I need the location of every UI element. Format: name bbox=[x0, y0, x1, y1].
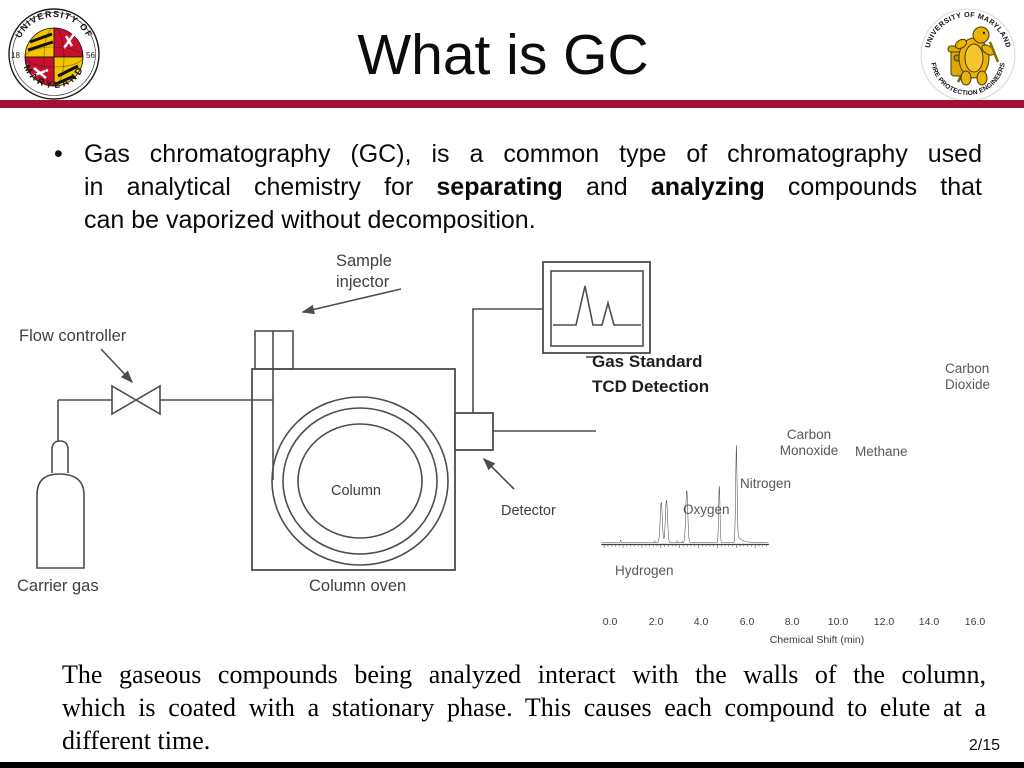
footer-line-3: different time. bbox=[62, 726, 211, 755]
maryland-globe bbox=[24, 27, 84, 87]
bullet-marker: • bbox=[54, 140, 63, 168]
flow-controller-label: Flow controller bbox=[19, 327, 127, 345]
chromatogram-title: Gas Standard TCD Detection bbox=[592, 352, 710, 396]
x-tick: 12.0 bbox=[873, 616, 895, 628]
detector-box bbox=[454, 412, 494, 451]
bottom-bar bbox=[0, 762, 1024, 768]
bullet-line-1: Gas chromatography (GC), is a common typ… bbox=[84, 140, 982, 168]
peak-label-carbon-monoxide: Carbon Monoxide bbox=[779, 427, 839, 458]
footer-paragraph: The gaseous compounds being analyzed int… bbox=[62, 658, 986, 757]
carrier-gas-label: Carrier gas bbox=[17, 577, 99, 595]
sample-injector-label: Sample injector bbox=[336, 252, 392, 291]
x-tick: 14.0 bbox=[918, 616, 940, 628]
x-axis-label: Chemical Shift (min) bbox=[769, 634, 865, 646]
oven-box bbox=[251, 368, 456, 571]
page-number: 2/15 bbox=[968, 737, 1000, 754]
footer-line-1: The gaseous compounds being analyzed int… bbox=[62, 660, 986, 689]
seal-year-right: 56 bbox=[86, 51, 95, 60]
peak-label-oxygen: Oxygen bbox=[683, 502, 730, 517]
x-tick: 0.0 bbox=[602, 616, 618, 628]
injector-box bbox=[254, 330, 294, 370]
bullet-line-2: in analytical chemistry for separating a… bbox=[84, 173, 982, 201]
seal-year-left: 18 bbox=[11, 51, 20, 60]
chromatogram bbox=[601, 445, 769, 548]
recorder-box bbox=[542, 261, 651, 354]
testudo-turtle bbox=[947, 26, 1000, 86]
valve-symbol bbox=[111, 384, 161, 416]
page-title: What is GC bbox=[357, 23, 649, 87]
cylinder-neck bbox=[51, 440, 69, 473]
x-tick: 8.0 bbox=[784, 616, 800, 628]
x-tick: 2.0 bbox=[648, 616, 664, 628]
bullet-line-3: can be vaporized without decomposition. bbox=[84, 206, 536, 234]
detector-arrow bbox=[482, 457, 515, 490]
peak-label-hydrogen: Hydrogen bbox=[615, 563, 674, 578]
column-label: Column bbox=[331, 483, 381, 499]
column-oven-label: Column oven bbox=[309, 577, 407, 595]
x-tick: 4.0 bbox=[693, 616, 709, 628]
cylinder-body bbox=[36, 473, 85, 569]
peak-label-nitrogen: Nitrogen bbox=[740, 476, 792, 491]
x-tick: 10.0 bbox=[827, 616, 849, 628]
recorder-trace bbox=[553, 285, 641, 326]
accent-bar bbox=[0, 100, 1024, 108]
x-tick: 6.0 bbox=[739, 616, 755, 628]
gc-schematic bbox=[36, 261, 651, 571]
recorder-screen bbox=[550, 270, 644, 347]
flow-controller-arrow bbox=[100, 348, 134, 384]
peak-label-carbon-dioxide: Carbon Dioxide bbox=[945, 361, 991, 392]
bullet-paragraph: Gas chromatography (GC), is a common typ… bbox=[84, 138, 982, 237]
peak-label-methane: Methane bbox=[855, 444, 908, 459]
x-tick: 16.0 bbox=[964, 616, 986, 628]
sample-injector-arrow bbox=[301, 288, 402, 315]
detector-label: Detector bbox=[501, 503, 556, 519]
fpe-testudo-logo: UNIVERSITY OF MARYLAND FIRE PROTECTION E… bbox=[920, 8, 1016, 102]
umd-seal-logo: UNIVERSITY OF MARYLAND 18 56 bbox=[8, 8, 100, 100]
footer-line-2: which is coated with a stationary phase.… bbox=[62, 693, 986, 722]
